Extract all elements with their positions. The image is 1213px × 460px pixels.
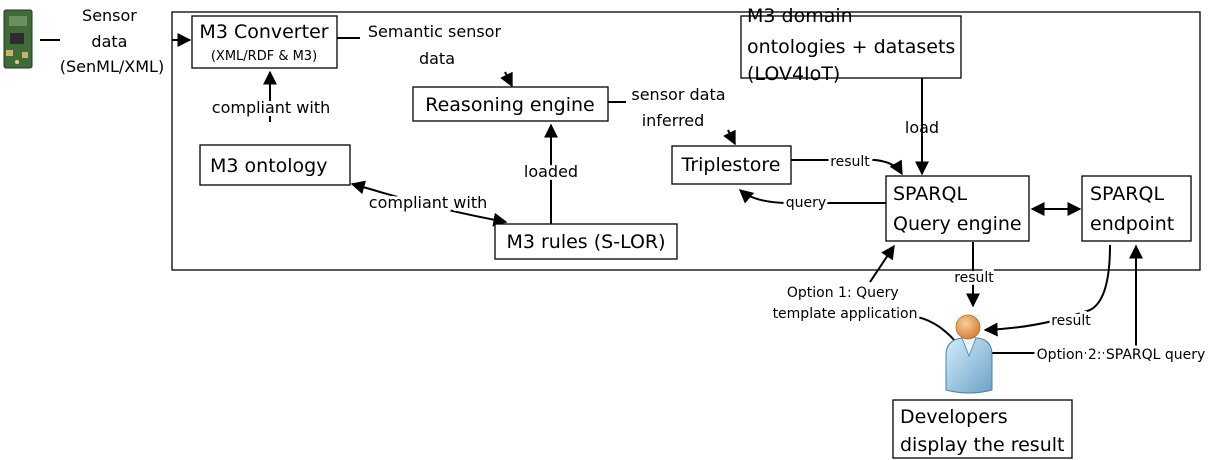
m3-ontology-label: M3 ontology [210,155,327,177]
triplestore-result-arrow [791,159,903,176]
load-label: load [905,118,939,137]
reasoning-engine-node: Reasoning engine [412,86,609,122]
compliant-with-bottom-label: compliant with [369,193,487,212]
result-endpoint-label: result [1051,313,1091,329]
sparql-endpoint-label: SPARQL endpoint [1090,183,1174,235]
query-arrow [738,189,886,204]
endpoint-result-arrow [983,244,1111,337]
sensor-device-icon [3,9,33,69]
option1-label: Option 1: Query template application [773,285,918,322]
developers-label: Developers display the result [900,406,1064,456]
triplestore-label: Triplestore [681,154,781,176]
m3-rules-label: M3 rules (S-LOR) [506,231,665,253]
reasoning-engine-label: Reasoning engine [425,94,594,116]
m3-rules-node: M3 rules (S-LOR) [494,223,678,260]
m3-ontology-node: M3 ontology [199,144,351,186]
inferred-to-triplestore-arrow [723,129,736,146]
semantic-data-to-reasoning-arrow [500,71,513,88]
triplestore-node: Triplestore [671,145,792,185]
developers-node: Developers display the result [892,399,1073,459]
m3-converter-title: M3 Converter [199,21,328,43]
compliant-with-top-label: compliant with [212,98,330,117]
query-label: query [786,195,826,211]
sensor-data-inferred-label: sensor data inferred [631,85,730,130]
option2-label: Option 2: SPARQL query [1037,347,1206,363]
option1-connector [909,315,957,343]
loaded-label: loaded [524,162,578,181]
developer-user-icon [945,314,993,394]
sparql-endpoint-node: SPARQL endpoint [1081,175,1192,242]
m3-converter-node: M3 Converter (XML/RDF & M3) [191,15,338,69]
result-triplestore-label: result [830,154,870,170]
system-boundary-frame [171,11,1201,271]
result-engine-label: result [954,270,994,286]
option2-query-arrow [985,244,1143,354]
semantic-sensor-data-label: Semantic sensor data [368,22,506,68]
ontology-rules-compliance-arrow [350,180,508,227]
m3-domain-ontologies-node: M3 domain ontologies + datasets (LOV4IoT… [740,5,962,85]
m3-converter-subtitle: (XML/RDF & M3) [211,49,317,64]
option1-query-arrow [869,244,895,283]
sensor-data-label: Sensor data (SenML/XML) [60,6,164,76]
sparql-query-engine-node: SPARQL Query engine [885,175,1030,242]
sparql-query-engine-label: SPARQL Query engine [893,183,1022,235]
m3-domain-label: M3 domain ontologies + datasets (LOV4IoT… [747,5,961,85]
